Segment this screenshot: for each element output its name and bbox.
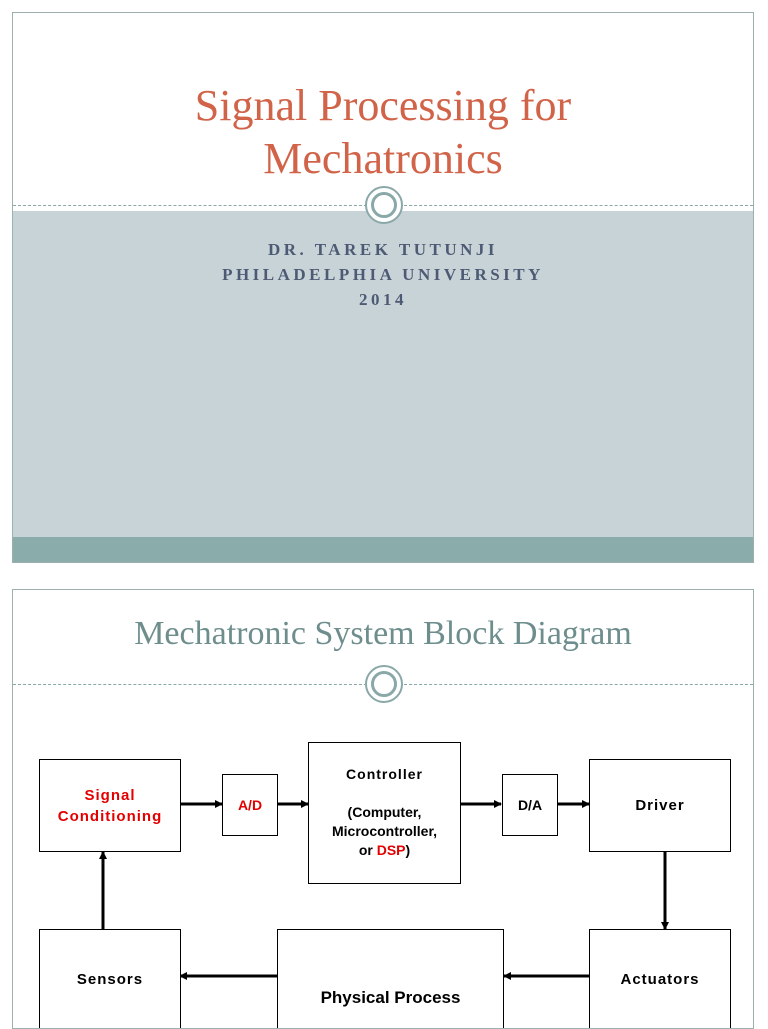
subtitle-band: DR. TAREK TUTUNJI PHILADELPHIA UNIVERSIT… (13, 211, 753, 537)
sensors-block: Sensors (39, 929, 181, 1028)
ring-ornament-icon (365, 186, 403, 224)
controller-line1: (Computer, (347, 804, 422, 820)
title-slide: Signal Processing for Mechatronics DR. T… (12, 12, 754, 563)
ring-ornament-icon (365, 665, 403, 703)
ad-label: A/D (237, 797, 263, 813)
controller-line2: Microcontroller, (331, 823, 438, 839)
institution-name: PHILADELPHIA UNIVERSITY (222, 265, 544, 284)
ad-converter-block: A/D (222, 774, 278, 836)
controller-line3: or DSP) (358, 842, 411, 858)
slide-title-line1: Signal Processing for (194, 81, 572, 130)
footer-band (13, 537, 753, 562)
slide-title-line2: Mechatronics (263, 134, 503, 183)
signal-conditioning-line1: Signal (84, 786, 136, 804)
controller-heading: Controller (346, 766, 423, 782)
year: 2014 (359, 290, 407, 309)
diagram-arrows (99, 800, 669, 980)
controller-block: Controller (Computer, Microcontroller, o… (308, 742, 461, 884)
actuators-label: Actuators (620, 970, 700, 988)
subtitle-block: DR. TAREK TUTUNJI PHILADELPHIA UNIVERSIT… (13, 237, 753, 312)
dsp-label: DSP (376, 842, 406, 858)
da-label: D/A (517, 797, 543, 813)
driver-block: Driver (589, 759, 731, 852)
signal-conditioning-line2: Conditioning (57, 807, 163, 825)
actuators-block: Actuators (589, 929, 731, 1028)
physical-process-label: Physical Process (320, 988, 461, 1007)
driver-label: Driver (635, 797, 685, 814)
author-name: DR. TAREK TUTUNJI (267, 240, 498, 259)
sensors-label: Sensors (76, 970, 144, 988)
da-converter-block: D/A (502, 774, 558, 836)
block-diagram-slide: Mechatronic System Block Diagram Signal … (12, 589, 754, 1029)
signal-conditioning-block: Signal Conditioning (39, 759, 181, 852)
slide-title: Mechatronic System Block Diagram (134, 615, 632, 652)
slide-title: Signal Processing for Mechatronics (13, 79, 753, 185)
physical-process-block: Physical Process (277, 929, 504, 1028)
